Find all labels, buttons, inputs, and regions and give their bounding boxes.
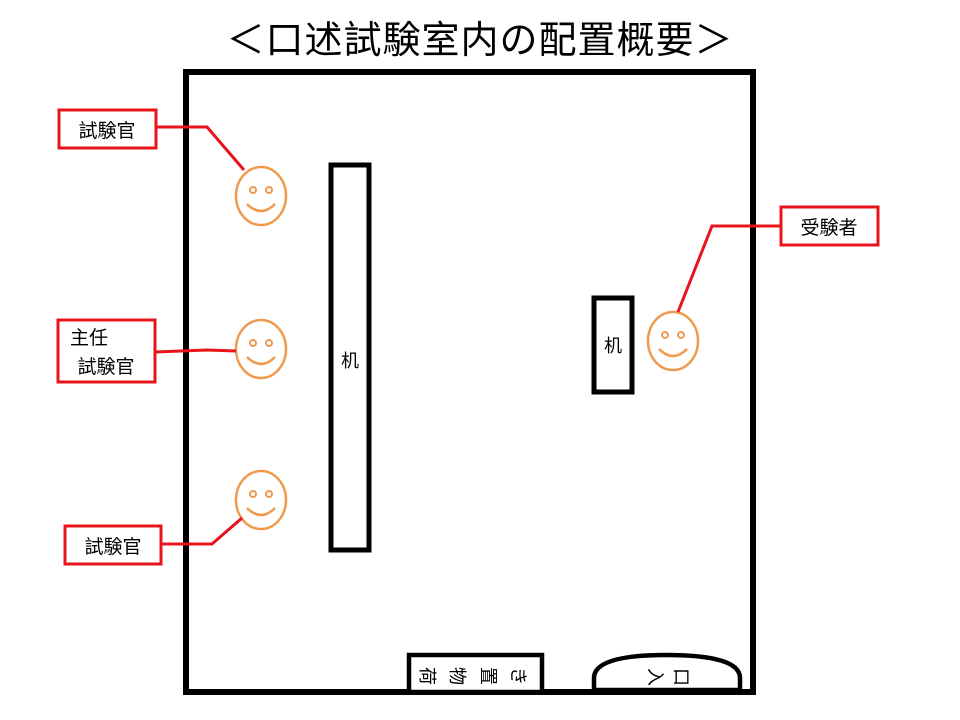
entrance: 入 口 bbox=[591, 652, 743, 693]
examinee-callout: 受験者 bbox=[779, 205, 880, 247]
examiner-desk-label: 机 bbox=[341, 351, 359, 372]
examiner-bottom-callout: 試験官 bbox=[63, 524, 163, 566]
luggage-char-2: 物 bbox=[446, 667, 467, 685]
chief-examiner-callout: 主任 試験官 bbox=[56, 318, 157, 384]
luggage-char-3: 置 bbox=[477, 667, 498, 685]
entrance-char-2: 口 bbox=[670, 668, 691, 686]
examiner-bottom-label: 試験官 bbox=[84, 536, 141, 558]
luggage-char-4: き bbox=[507, 667, 528, 685]
examiner-top-label: 試験官 bbox=[78, 120, 135, 142]
chief-examiner-label-line2: 試験官 bbox=[77, 356, 134, 378]
page-title: ＜口述試験室内の配置概要＞ bbox=[226, 18, 734, 62]
luggage-char-1: 荷 bbox=[416, 667, 437, 685]
examiner-bottom-leader bbox=[160, 516, 243, 546]
chief-examiner-label-line1: 主任 bbox=[70, 327, 108, 349]
examiner-top-callout: 試験官 bbox=[57, 108, 158, 150]
examinee-leader bbox=[676, 224, 781, 313]
examinee-desk: 机 bbox=[591, 295, 635, 395]
examinee-desk-label: 机 bbox=[604, 336, 622, 357]
examiner-top-leader bbox=[157, 125, 246, 171]
luggage-area: 荷 物 置 き bbox=[406, 652, 545, 695]
room-walls bbox=[183, 69, 756, 695]
examiner-desk: 机 bbox=[328, 162, 372, 553]
chief-examiner-leader bbox=[154, 348, 237, 354]
examinee-label: 受験者 bbox=[800, 217, 857, 239]
entrance-char-1: 入 bbox=[644, 668, 665, 686]
